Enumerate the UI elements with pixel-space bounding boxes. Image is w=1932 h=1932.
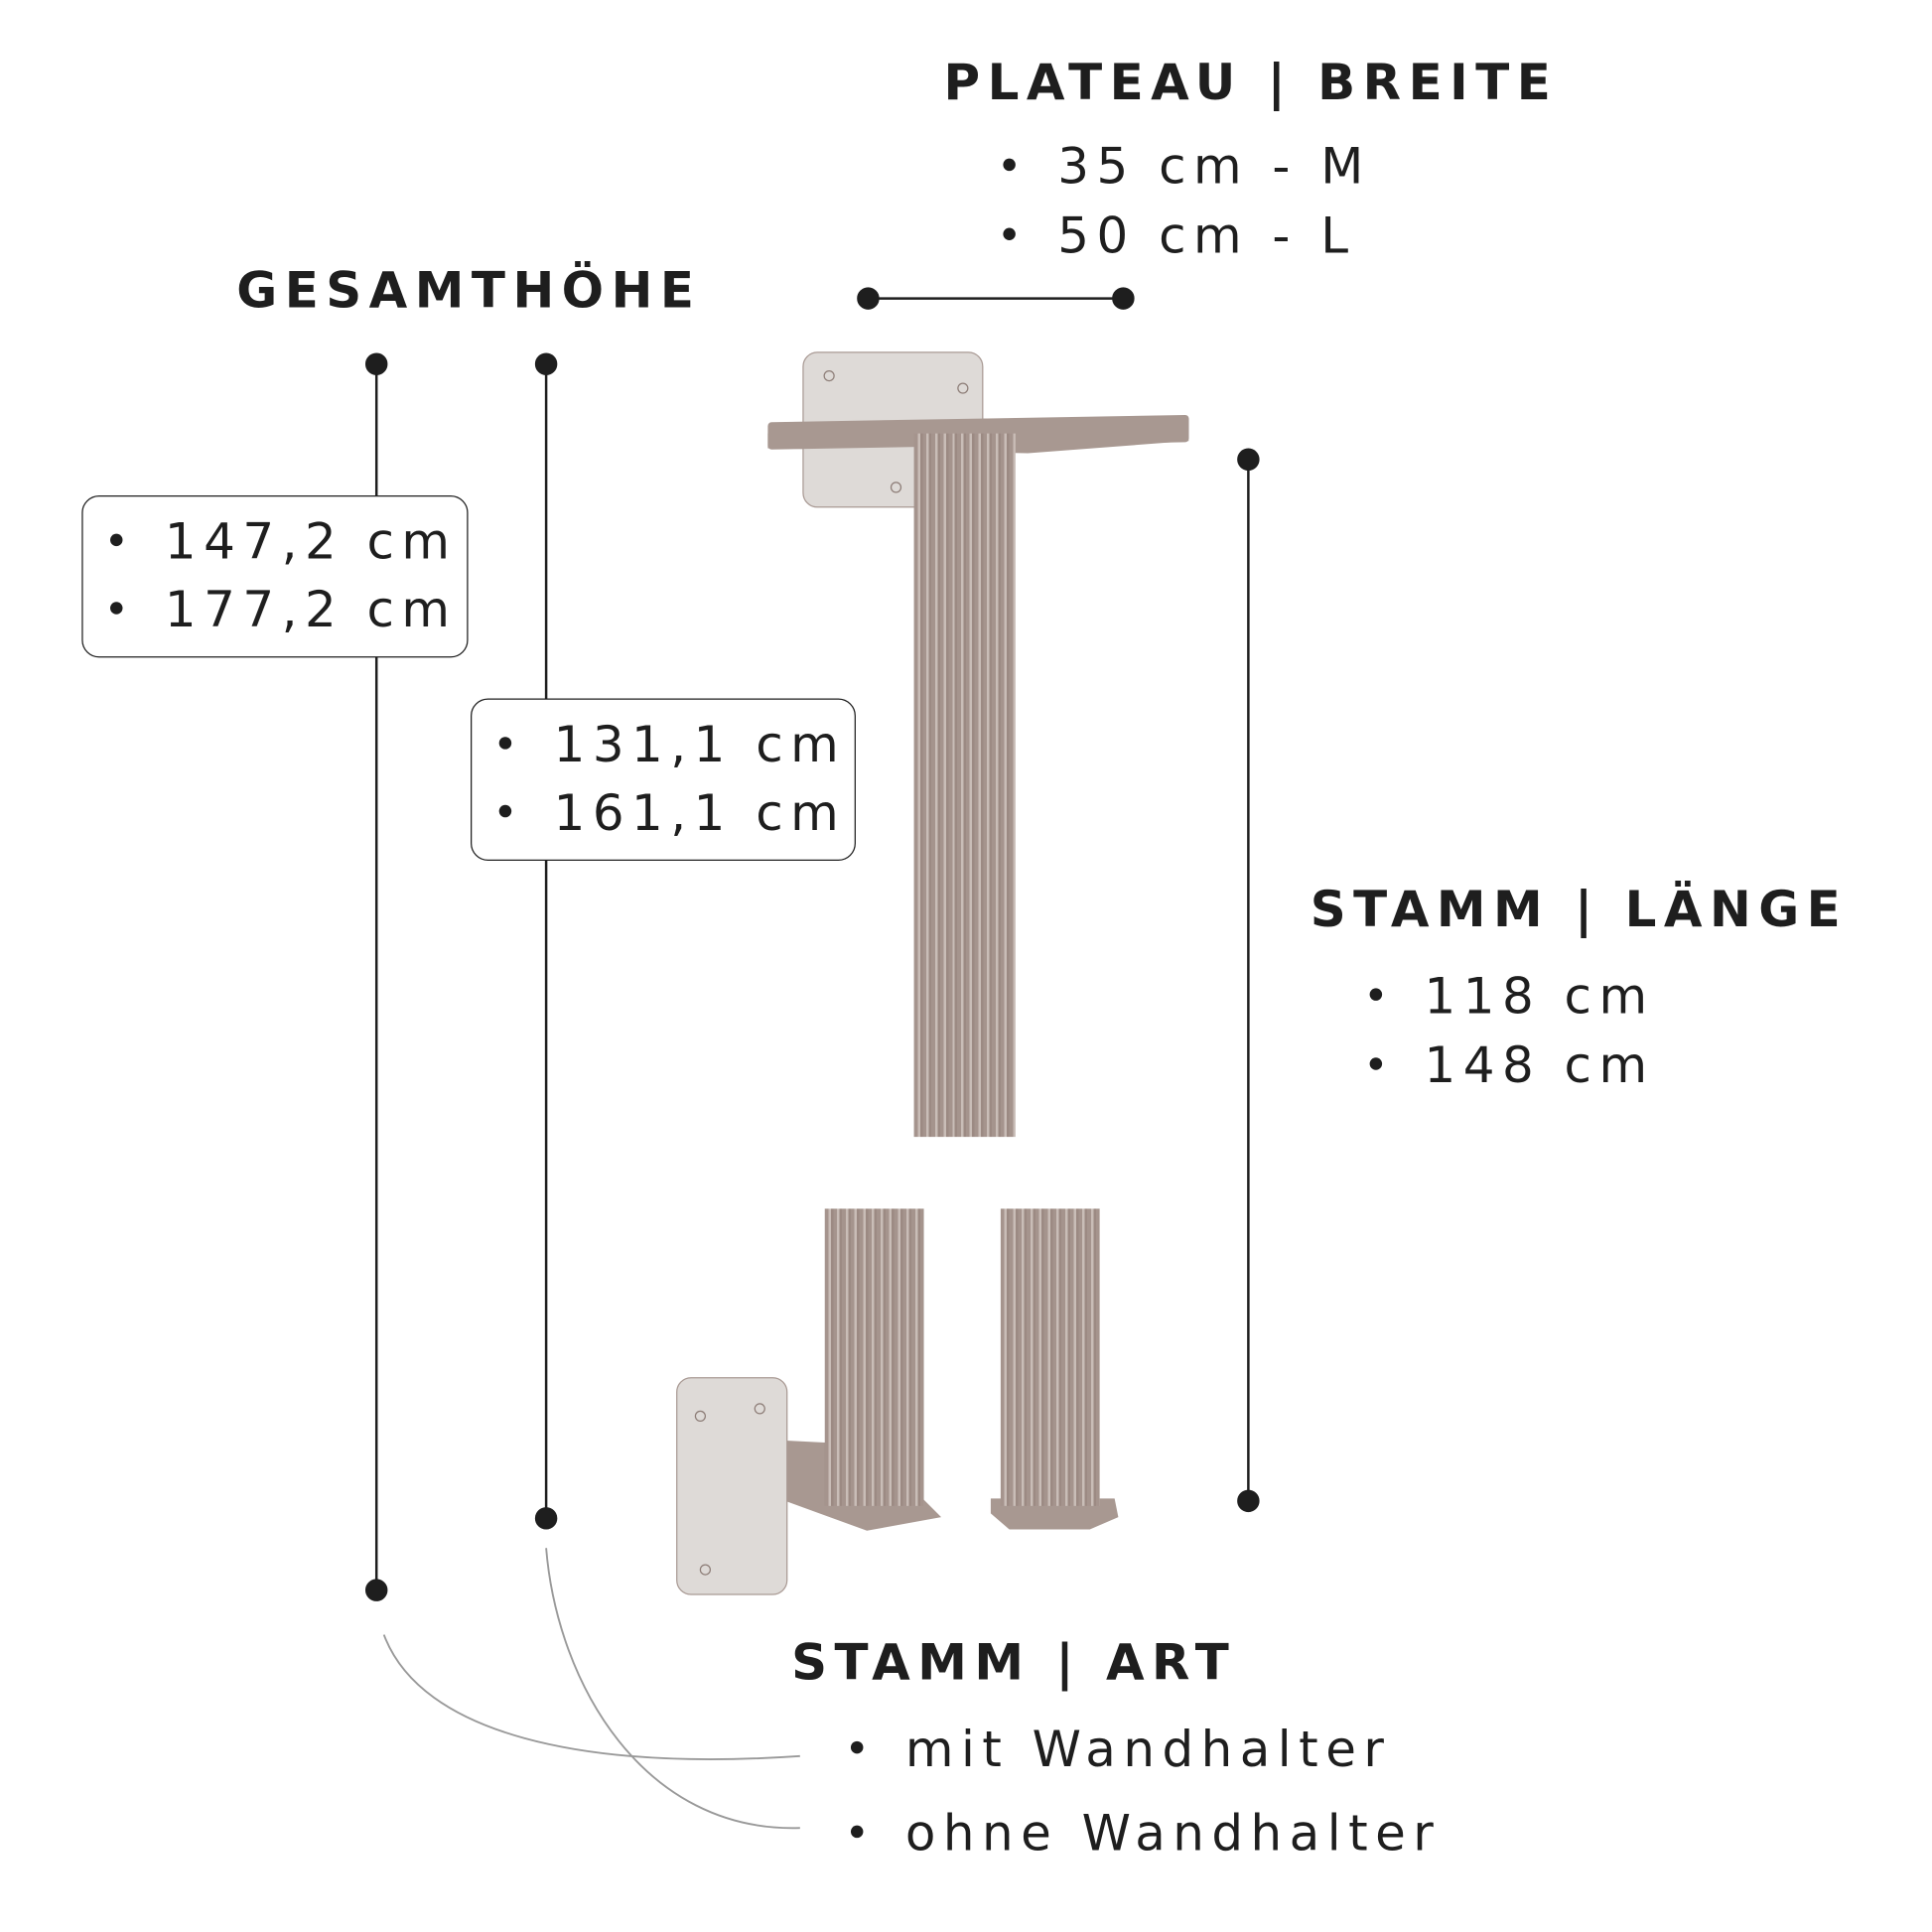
total-height-value: 147,2 cm (110, 509, 467, 578)
total-height-value-label: 161,1 cm (553, 784, 847, 843)
dimension-dot (1237, 1489, 1260, 1513)
dimension-dot (1112, 287, 1135, 310)
dimension-dot (364, 352, 388, 375)
bullet-icon (850, 1825, 864, 1839)
bullet-icon (498, 737, 512, 750)
plateau-size-m: 35 cm - M (1003, 139, 1370, 196)
screw-icon (694, 1410, 707, 1423)
screw-icon (957, 382, 969, 394)
scratching-stem-upper (913, 433, 1016, 1138)
total-height-box-with-holder: 147,2 cm 177,2 cm (81, 494, 469, 658)
stem-foot (990, 1498, 1119, 1530)
screw-icon (890, 482, 902, 493)
total-height-value-label: 177,2 cm (164, 582, 458, 639)
dimension-dot (534, 1507, 558, 1530)
plateau-width-heading: PLATEAU | BREITE (943, 54, 1559, 112)
plateau-size-m-label: 35 cm - M (1057, 138, 1371, 197)
scratching-stem-with-holder (824, 1208, 924, 1506)
dimension-dot (534, 352, 558, 375)
stem-length-148-label: 148 cm (1424, 1037, 1655, 1095)
stem-type-without-holder: ohne Wandhalter (850, 1805, 1442, 1863)
wall-bracket-bottom (676, 1377, 788, 1595)
connector-curve-with-holder (382, 1634, 800, 1760)
bullet-icon (1003, 158, 1016, 172)
stem-type-with-holder-label: mit Wandhalter (904, 1721, 1392, 1779)
connector-curve-without-holder (545, 1548, 800, 1830)
dimension-dot (857, 287, 880, 310)
stem-type-with-holder: mit Wandhalter (850, 1721, 1392, 1779)
total-height-box-without-holder: 131,1 cm 161,1 cm (471, 698, 856, 861)
bullet-icon (1369, 1057, 1383, 1070)
bullet-icon (850, 1740, 864, 1754)
dimension-dot (1237, 448, 1260, 472)
total-height-value: 161,1 cm (498, 780, 855, 849)
total-height-value: 131,1 cm (498, 712, 855, 780)
bullet-icon (1003, 227, 1016, 240)
total-height-value-label: 131,1 cm (553, 717, 847, 774)
bullet-icon (1369, 988, 1383, 1001)
plateau-size-l: 50 cm - L (1003, 208, 1355, 265)
bullet-icon (110, 602, 123, 615)
stem-type-without-holder-label: ohne Wandhalter (904, 1805, 1442, 1863)
stem-length-118-label: 118 cm (1424, 968, 1655, 1026)
total-height-heading: GESAMTHÖHE (236, 262, 702, 320)
stem-length-118: 118 cm (1369, 968, 1655, 1026)
total-height-value: 177,2 cm (110, 577, 467, 645)
stem-length-148: 148 cm (1369, 1037, 1655, 1095)
scratching-stem-without-holder (1000, 1208, 1100, 1506)
plateau-size-l-label: 50 cm - L (1057, 207, 1356, 265)
bullet-icon (498, 804, 512, 818)
dimension-dot (364, 1579, 388, 1601)
total-height-value-label: 147,2 cm (164, 513, 458, 572)
stem-type-heading: STAMM | ART (791, 1634, 1237, 1692)
screw-icon (754, 1403, 765, 1415)
screw-icon (823, 369, 835, 382)
screw-icon (699, 1564, 712, 1576)
bullet-icon (110, 533, 123, 547)
stem-length-heading: STAMM | LÄNGE (1310, 882, 1849, 939)
